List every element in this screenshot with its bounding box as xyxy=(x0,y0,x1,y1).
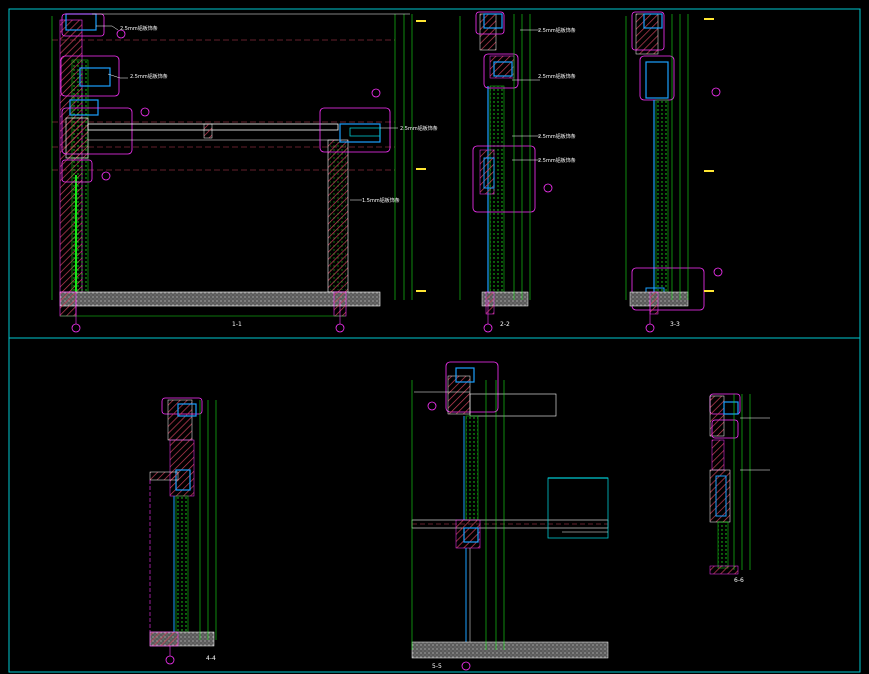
spec-annotation-7: 2.5mm铝板饰条 xyxy=(538,133,576,140)
spec-annotation-6: 2.5mm铝板饰条 xyxy=(538,73,576,80)
section-label-4-4: 4-4 xyxy=(206,655,216,662)
section-label-3-3: 3-3 xyxy=(670,321,680,328)
section-1-1 xyxy=(51,13,426,333)
spec-annotation-8: 2.5mm铝板饰条 xyxy=(538,157,576,164)
section-label-5-5: 5-5 xyxy=(432,663,442,670)
section-6-6 xyxy=(709,393,770,575)
spec-annotation-3: 1.5mm铝板饰条 xyxy=(362,197,400,204)
section-3-3 xyxy=(625,11,723,333)
drawing-frame xyxy=(8,8,861,673)
section-5-5 xyxy=(411,361,609,671)
section-label-6-6: 6-6 xyxy=(734,577,744,584)
spec-annotation-2: 2.5mm铝板饰条 xyxy=(130,73,168,80)
spec-annotation-5: 2.5mm铝板饰条 xyxy=(538,27,576,34)
section-label-1-1: 1-1 xyxy=(232,321,242,328)
section-label-2-2: 2-2 xyxy=(500,321,510,328)
spec-annotation-4: 2.5mm铝板饰条 xyxy=(400,125,438,132)
spec-annotation-1: 2.5mm铝板饰条 xyxy=(120,25,158,32)
section-2-2 xyxy=(459,11,553,333)
section-4-4 xyxy=(149,397,217,665)
